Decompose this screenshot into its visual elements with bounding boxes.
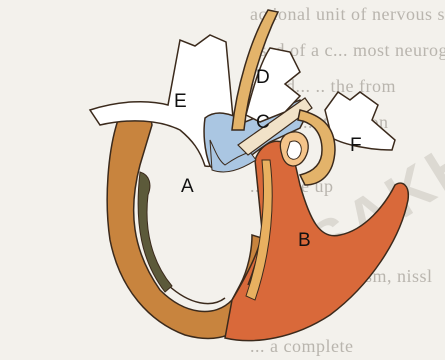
valve-inner — [287, 141, 301, 159]
label-d: D — [256, 67, 270, 88]
label-f: F — [350, 135, 362, 156]
label-c: C — [256, 112, 270, 133]
label-b: B — [298, 230, 311, 251]
label-a: A — [181, 176, 194, 197]
label-e: E — [174, 91, 187, 112]
